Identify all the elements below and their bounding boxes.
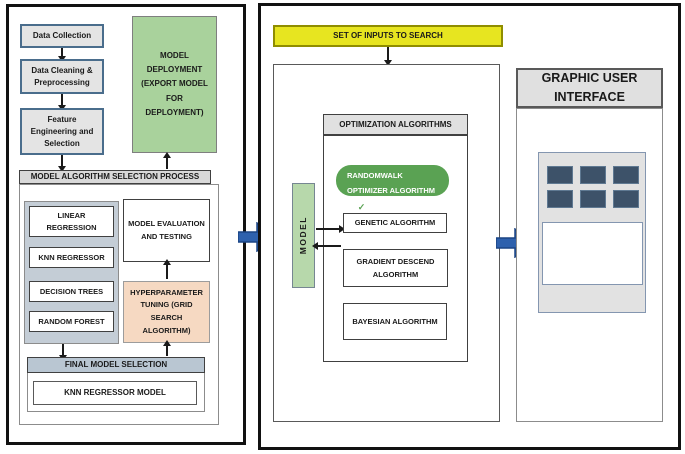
knn-regressor-model-box: KNN REGRESSOR MODEL xyxy=(33,381,197,405)
selected-optimizer-pill: RANDOMWALK OPTIMIZER ALGORITHM ✓ xyxy=(336,165,449,213)
hyperparameter-tuning-box: HYPERPARAMETER TUNING (GRID SEARCH ALGOR… xyxy=(123,281,210,343)
decision-trees-box: DECISION TREES xyxy=(29,281,114,302)
arrow-right-icon xyxy=(316,225,345,232)
bayesian-algorithm-box: BAYESIAN ALGORITHM xyxy=(343,303,447,340)
model-box: MODEL xyxy=(292,183,315,288)
arrow-down-icon xyxy=(59,344,66,361)
gui-tile xyxy=(547,166,573,184)
selected-optimizer-label: RANDOMWALK OPTIMIZER ALGORITHM xyxy=(347,171,436,195)
gui-output-screen xyxy=(542,222,643,285)
optimization-algorithms-header: OPTIMIZATION ALGORITHMS xyxy=(323,114,468,135)
inputs-banner: SET OF INPUTS TO SEARCH xyxy=(273,25,503,47)
data-collection-box: Data Collection xyxy=(20,24,104,48)
arrow-up-icon xyxy=(163,340,170,356)
arrow-up-icon xyxy=(163,259,170,279)
model-box-label: MODEL xyxy=(298,216,309,255)
model-deployment-box: MODEL DEPLOYMENT (EXPORT MODEL FOR DEPLO… xyxy=(132,16,217,153)
gui-tile xyxy=(613,166,639,184)
arrow-down-icon xyxy=(58,94,65,111)
gradient-descend-box: GRADIENT DESCEND ALGORITHM xyxy=(343,249,448,287)
gui-header: GRAPHIC USER INTERFACE xyxy=(516,68,663,108)
random-forest-box: RANDOM FOREST xyxy=(29,311,114,332)
gui-tile xyxy=(547,190,573,208)
arrow-down-icon xyxy=(58,155,65,172)
gui-tile xyxy=(580,190,606,208)
arrow-up-icon xyxy=(163,152,170,169)
data-cleaning-box: Data Cleaning & Preprocessing xyxy=(20,59,104,94)
gui-tile xyxy=(580,166,606,184)
genetic-algorithm-box: GENETIC ALGORITHM xyxy=(343,213,447,233)
arrow-down-icon xyxy=(58,48,65,62)
gui-tile xyxy=(613,190,639,208)
model-evaluation-box: MODEL EVALUATION AND TESTING xyxy=(123,199,210,262)
final-model-selection-header: FINAL MODEL SELECTION xyxy=(27,357,205,373)
arrow-left-icon xyxy=(312,242,341,249)
knn-regressor-box: KNN REGRESSOR xyxy=(29,247,114,268)
arrow-down-icon xyxy=(384,47,391,66)
feature-engineering-box: Feature Engineering and Selection xyxy=(20,108,104,155)
linear-regression-box: LINEAR REGRESSION xyxy=(29,206,114,237)
model-algorithm-selection-header: MODEL ALGORITHM SELECTION PROCESS xyxy=(19,170,211,184)
checkmark-icon: ✓ xyxy=(355,202,368,213)
